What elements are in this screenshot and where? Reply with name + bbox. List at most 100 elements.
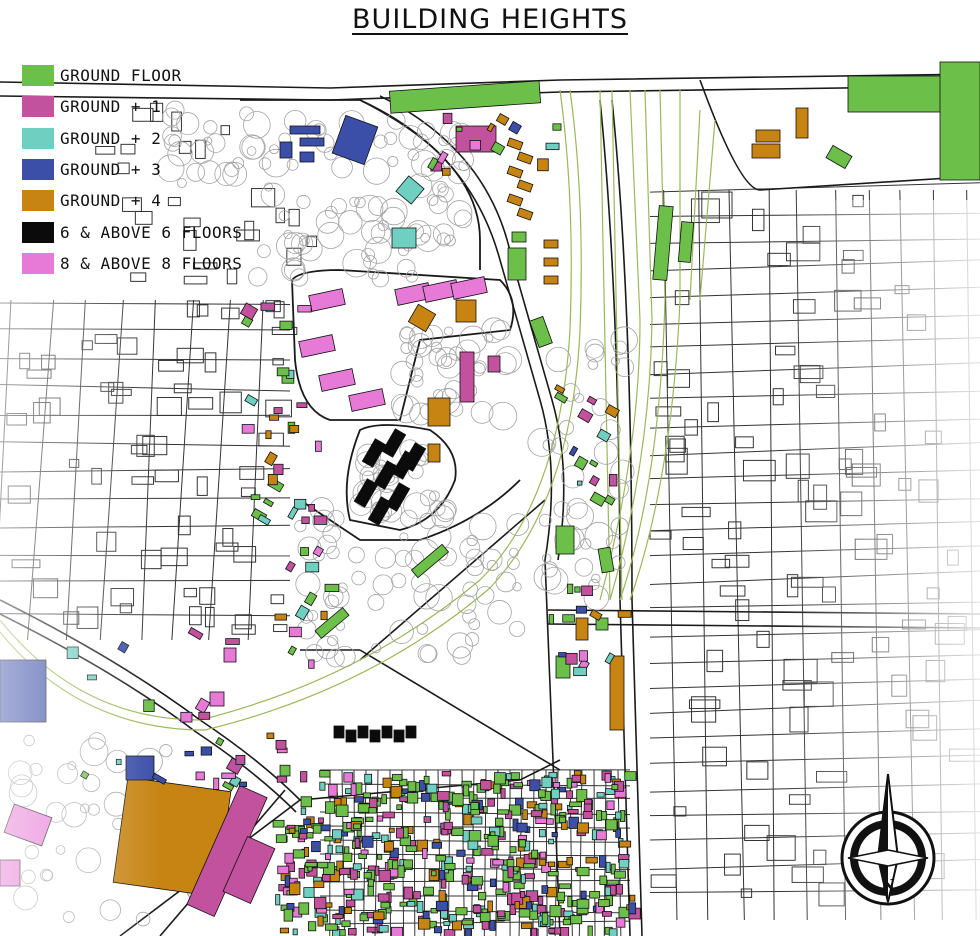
plot-outline [655, 406, 682, 417]
building [566, 790, 573, 799]
building [617, 610, 632, 618]
tree-icon [364, 236, 392, 264]
building [520, 874, 526, 884]
tree-icon [260, 182, 286, 207]
building [604, 652, 616, 665]
tree-icon [425, 584, 453, 612]
plot-outline [740, 888, 753, 898]
building [456, 849, 466, 857]
tree-icon [232, 157, 245, 170]
building [221, 780, 235, 792]
building [352, 863, 362, 871]
building-6-above-6-floors [345, 729, 357, 743]
tree-icon [162, 126, 182, 146]
building-ground-floor [388, 80, 542, 114]
building [563, 910, 574, 917]
plot-outline [177, 515, 191, 536]
tree-icon [506, 513, 530, 536]
plot-outline [158, 359, 184, 372]
tree-icon [416, 623, 429, 635]
tree-icon [294, 519, 307, 533]
building [365, 816, 374, 822]
building [575, 605, 587, 614]
building-ground-floor [677, 221, 695, 263]
building [279, 320, 293, 330]
tree-icon [261, 148, 291, 178]
building [384, 840, 394, 852]
building [530, 810, 543, 817]
plot-outline [724, 853, 741, 876]
plot-outline [222, 528, 234, 547]
building [382, 811, 395, 819]
plot-outline [219, 391, 242, 414]
building [382, 777, 392, 788]
plot-line [171, 299, 195, 641]
plot-outline [751, 208, 765, 232]
plot-outline [684, 419, 698, 436]
building-ground-plus-4 [506, 165, 524, 179]
building [294, 498, 307, 510]
building [221, 772, 236, 779]
building [574, 586, 581, 593]
building [371, 832, 381, 839]
building [435, 855, 446, 862]
tree-icon [405, 270, 419, 283]
building-6-above-6-floors [367, 496, 393, 526]
building-ground-floor [595, 617, 609, 631]
building [298, 867, 306, 879]
building-ground-plus-3 [299, 137, 325, 147]
building [380, 901, 391, 909]
building [444, 862, 456, 870]
building [392, 860, 399, 870]
building [200, 746, 213, 756]
building [567, 583, 574, 594]
plot-outline [188, 397, 214, 410]
building-8-above-8-floors [318, 368, 356, 392]
building [580, 774, 587, 785]
building [602, 911, 612, 917]
building [513, 782, 524, 788]
building [308, 921, 317, 932]
building [596, 428, 612, 443]
building [308, 503, 315, 512]
building [577, 822, 590, 834]
building [518, 839, 526, 848]
building [490, 878, 497, 888]
plot-outline [221, 307, 240, 320]
building [244, 394, 259, 407]
plot-line [768, 189, 775, 921]
plot-outline [236, 229, 260, 242]
building [508, 120, 522, 135]
building [548, 614, 555, 625]
building [396, 804, 402, 810]
building [303, 887, 315, 898]
tree-icon [558, 420, 574, 436]
tree-icon [587, 359, 599, 370]
building [614, 870, 626, 879]
building [560, 927, 570, 936]
plot-outline [270, 594, 285, 605]
building [354, 796, 365, 803]
building [487, 798, 495, 807]
tree-icon [608, 478, 629, 499]
tree-icon [591, 573, 601, 584]
building [215, 737, 225, 747]
building-8-above-8-floors [348, 388, 386, 412]
building [368, 807, 377, 814]
building [441, 771, 452, 777]
legend-swatch [22, 159, 54, 181]
building-6-above-6-floors [381, 428, 407, 458]
tree-icon [390, 393, 414, 417]
tree-icon [197, 160, 222, 184]
building [487, 900, 493, 913]
building [266, 732, 275, 739]
tree-icon [283, 229, 293, 239]
building [304, 847, 310, 858]
tree-icon [419, 489, 437, 507]
building [559, 816, 567, 824]
tree-icon [421, 324, 444, 347]
tree-icon [434, 501, 456, 523]
building [298, 832, 308, 840]
building-ground-plus-4 [506, 137, 524, 151]
